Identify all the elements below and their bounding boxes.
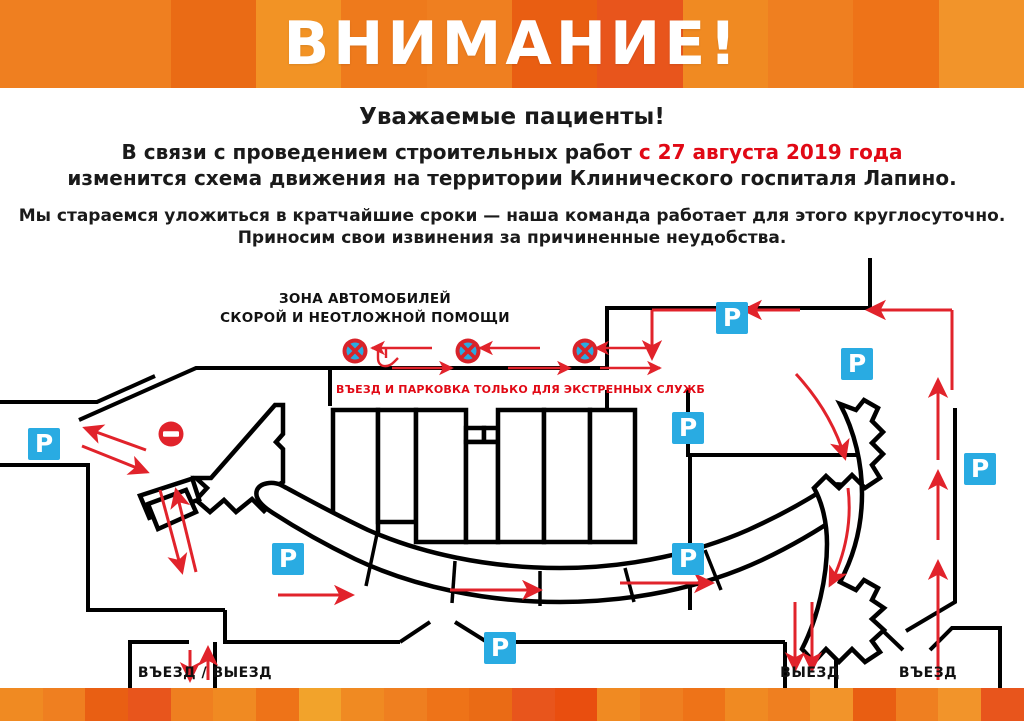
building-wing-2 <box>413 407 469 545</box>
parking-sign <box>28 428 60 460</box>
parking-sign <box>272 543 304 575</box>
exit-label: ВЫЕЗД <box>780 665 840 681</box>
stripe-segment <box>511 0 598 88</box>
arrow-left-out <box>82 424 147 452</box>
stripe-segment <box>597 688 640 721</box>
parking-sign <box>841 348 873 380</box>
stripe-segment <box>426 688 470 721</box>
stripe-segment <box>85 0 171 88</box>
no-stopping-icon <box>453 336 483 366</box>
arrow-left-in <box>81 444 150 475</box>
stripe-segment <box>853 688 896 721</box>
emergency-zone-label-line2: СКОРОЙ И НЕОТЛОЖНОЙ ПОМОЩИ <box>220 309 510 326</box>
notice-line-3: Мы стараемся уложиться в кратчайшие срок… <box>18 206 1006 226</box>
notice-line-1-black: В связи с проведением строительных работ <box>121 140 639 164</box>
stripe-segment <box>938 0 1024 88</box>
traffic-arrows <box>81 299 954 683</box>
stripe-segment <box>298 688 342 721</box>
emergency-zone-label-line1: ЗОНА АВТОМОБИЛЕЙ <box>279 290 451 307</box>
notice-line-1: В связи с проведением строительных работ… <box>0 140 1024 164</box>
stripe-segment <box>895 688 939 721</box>
stripe-segment <box>554 688 598 721</box>
building-wing-3 <box>495 407 547 545</box>
parking-sign <box>484 632 516 664</box>
road-network <box>0 258 1002 690</box>
stripe-segment <box>213 688 256 721</box>
notice-line-2: изменится схема движения на территории К… <box>67 166 957 190</box>
stripe-segment <box>0 0 86 88</box>
site-traffic-map: P <box>0 250 1024 690</box>
parking-sign <box>716 302 748 334</box>
stripe-segment <box>255 0 342 88</box>
stripe-segment <box>341 0 427 88</box>
stripe-segment <box>469 688 512 721</box>
notice-line-1-red: с 27 августа 2019 года <box>638 140 903 164</box>
hospital-buildings <box>136 397 888 666</box>
entry-exit-label: ВЪЕЗД / ВЫЕЗД <box>138 665 272 681</box>
stripe-segment <box>725 688 768 721</box>
stripe-segment <box>597 0 683 88</box>
building-wing-5 <box>587 407 638 545</box>
footer-stripe-band <box>0 688 1024 721</box>
stripe-segment <box>255 688 299 721</box>
stripe-segment <box>42 688 86 721</box>
building-wing-4 <box>541 407 593 545</box>
stripe-segment <box>767 0 854 88</box>
parking-sign <box>964 453 996 485</box>
stripe-segment <box>682 688 726 721</box>
stripe-segment <box>767 688 811 721</box>
stripe-segment <box>0 688 43 721</box>
stripe-segment <box>426 0 512 88</box>
parking-sign <box>672 412 704 444</box>
stripe-segment <box>938 688 982 721</box>
no-stopping-icon <box>570 336 600 366</box>
stripe-segment <box>383 688 427 721</box>
entry-label: ВЪЕЗД <box>899 665 957 681</box>
stripe-segment <box>853 0 939 88</box>
stripe-segment <box>981 688 1024 721</box>
notice-line-4: Приносим свои извинения за причиненные н… <box>237 228 787 248</box>
stripe-segment <box>639 688 683 721</box>
header-stripe-band <box>0 0 1024 88</box>
emergency-note-label: ВЪЕЗД И ПАРКОВКА ТОЛЬКО ДЛЯ ЭКСТРЕННЫХ С… <box>336 383 705 396</box>
stripe-segment <box>511 688 555 721</box>
no-stopping-icon <box>340 336 370 366</box>
parking-sign <box>672 543 704 575</box>
stripe-segment <box>810 688 854 721</box>
stripe-segment <box>85 688 128 721</box>
notice-subtitle: Уважаемые пациенты! <box>359 104 665 130</box>
stripe-segment <box>170 688 214 721</box>
no-entry-icon <box>158 421 184 447</box>
notice-text-block: Уважаемые пациенты! В связи с проведение… <box>0 96 1024 248</box>
stripe-segment <box>682 0 768 88</box>
stripe-segment <box>170 0 256 88</box>
stripe-segment <box>341 688 384 721</box>
stripe-segment <box>127 688 171 721</box>
